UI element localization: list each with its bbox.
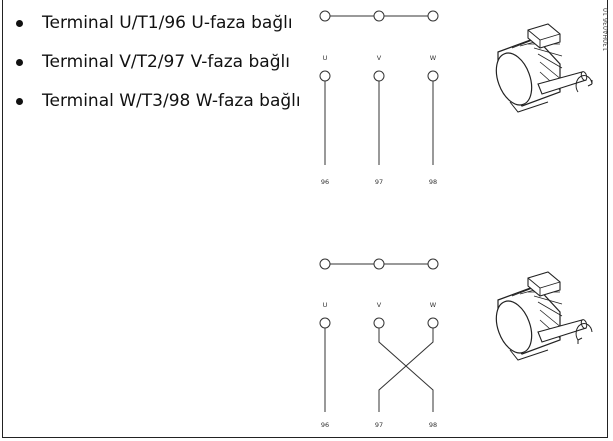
terminal-number-97: 97 — [375, 421, 383, 429]
motor-icon — [489, 23, 593, 113]
terminal-node — [427, 70, 439, 82]
bullet-text: Terminal W/T3/98 W-faza bağlı — [42, 91, 301, 111]
bullet-text: Terminal V/T2/97 V-faza bağlı — [42, 52, 290, 72]
bullet-dot — [16, 59, 23, 66]
bullet-item-u: Terminal U/T1/96 U-faza bağlı — [12, 8, 302, 39]
bullet-item-w: Terminal W/T3/98 W-faza bağlı — [12, 86, 302, 117]
phase-label-u: U — [323, 301, 328, 309]
top-wiring-diagram: U V W 96 97 98 — [319, 10, 439, 186]
bus-node — [373, 258, 385, 270]
bullet-dot — [16, 98, 23, 105]
terminal-node — [427, 317, 439, 329]
motor-icon — [489, 271, 593, 361]
phase-label-v: V — [377, 301, 382, 309]
phase-label-w: W — [430, 301, 437, 309]
phase-label-u: U — [323, 54, 328, 62]
bullet-dot — [16, 20, 23, 27]
bus-node — [319, 10, 331, 22]
terminal-number-96: 96 — [321, 178, 329, 186]
bus-node — [319, 258, 331, 270]
bullet-list: Terminal U/T1/96 U-faza bağlı Terminal V… — [12, 8, 302, 125]
bus-node — [427, 10, 439, 22]
wire-v-crossed — [378, 328, 434, 412]
bottom-wiring-diagram: U V W 96 97 98 — [319, 258, 439, 429]
bullet-item-v: Terminal V/T2/97 V-faza bağlı — [12, 47, 302, 78]
bus-node — [427, 258, 439, 270]
terminal-number-98: 98 — [429, 421, 437, 429]
bus-node — [373, 10, 385, 22]
terminal-node — [373, 317, 385, 329]
terminal-node — [319, 70, 331, 82]
terminal-number-98: 98 — [429, 178, 437, 186]
wire-w-crossed — [378, 328, 434, 412]
phase-label-w: W — [430, 54, 437, 62]
bullet-text: Terminal U/T1/96 U-faza bağlı — [42, 13, 293, 33]
terminal-node — [319, 317, 331, 329]
phase-label-v: V — [377, 54, 382, 62]
terminal-node — [373, 70, 385, 82]
terminal-number-96: 96 — [321, 421, 329, 429]
terminal-number-97: 97 — [375, 178, 383, 186]
